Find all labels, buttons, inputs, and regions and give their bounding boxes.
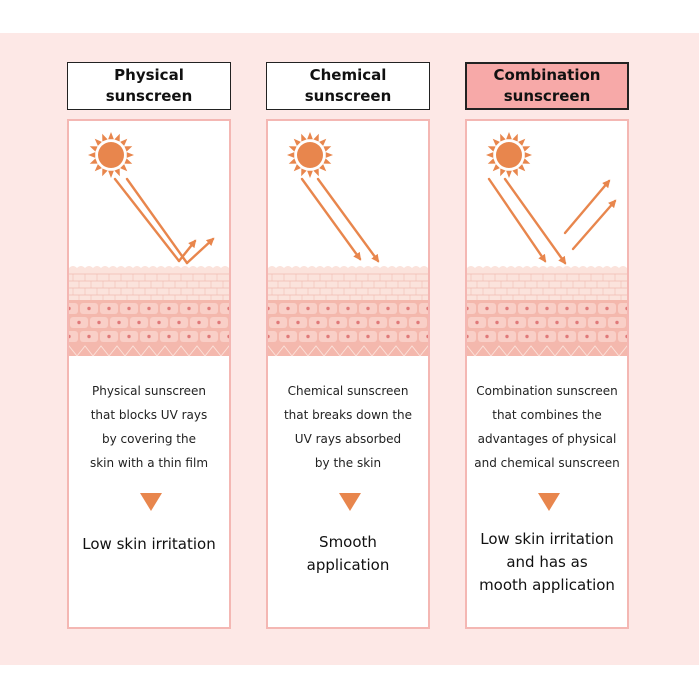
result-text: Smooth application (306, 533, 390, 574)
panel-illustration (69, 132, 229, 357)
skin-layers-icon (69, 266, 229, 357)
result-text: Low skin irritation (82, 535, 216, 553)
description: Chemical sunscreen that breaks down the … (283, 384, 413, 470)
down-triangle-icon (339, 493, 361, 511)
sun-icon (287, 132, 333, 178)
description: Combination sunscreen that combines the … (474, 384, 620, 470)
panel-illustration (268, 132, 428, 357)
description: Physical sunscreen that blocks UV rays b… (89, 384, 209, 470)
skin-layers-icon (268, 266, 428, 357)
sun-icon (486, 132, 532, 178)
sun-icon (88, 132, 134, 178)
skin-layers-icon (467, 266, 627, 357)
uv-arrow-icon (300, 177, 380, 263)
panel-physical: Physical sunscreen that blocks UV rays b… (67, 119, 231, 629)
down-triangle-icon (538, 493, 560, 511)
down-triangle-icon (140, 493, 162, 511)
result-text: Low skin irritation and has as mooth app… (479, 530, 615, 594)
panel-combination: Combination sunscreen that combines the … (465, 119, 629, 629)
uv-arrow-icon (113, 177, 215, 265)
panel-chemical: Chemical sunscreen that breaks down the … (266, 119, 430, 629)
panel-illustration (467, 132, 627, 357)
uv-arrow-icon (487, 177, 617, 265)
